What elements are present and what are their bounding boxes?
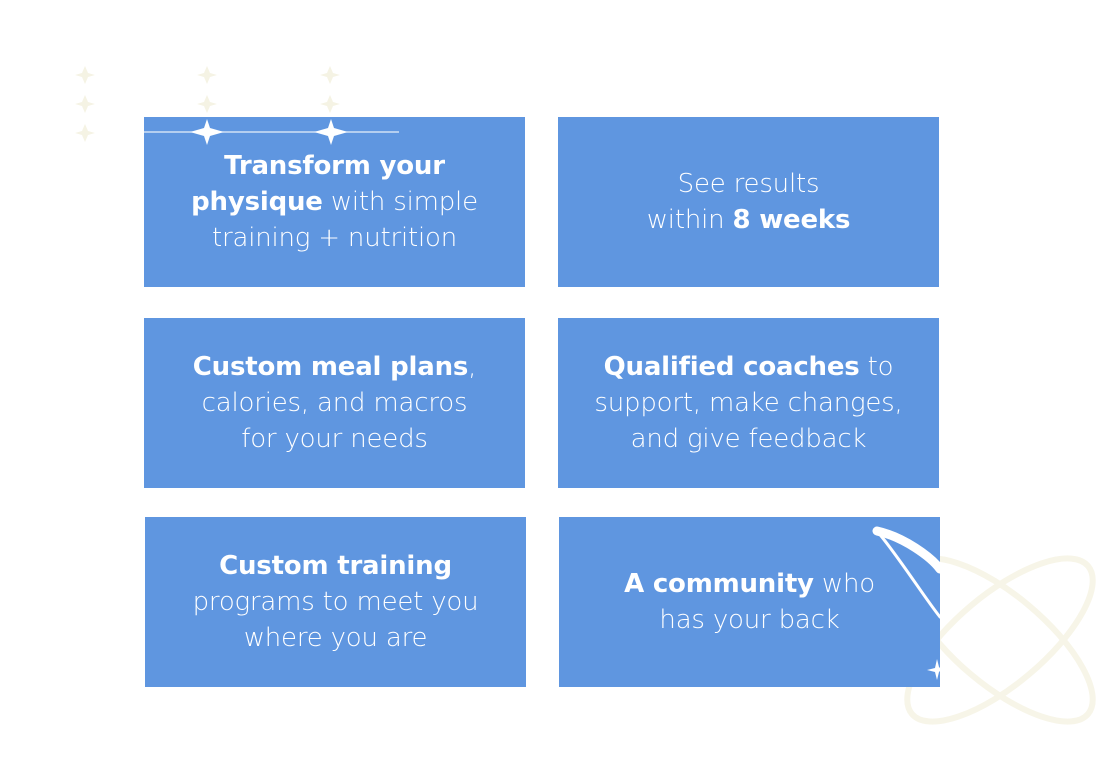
feature-card-community: A community who has your back <box>559 517 940 687</box>
card-6-line-2: has your back <box>659 605 840 635</box>
card-5-line-1: Custom training <box>219 551 452 581</box>
card-4-line-1: Qualified coaches to <box>603 352 894 382</box>
card-4-text: Qualified coaches to support, make chang… <box>594 349 902 457</box>
card-6-text: A community who has your back <box>624 566 875 638</box>
feature-card-results: See results within 8 weeks <box>558 117 939 287</box>
card-3-text: Custom meal plans, calories, and macros … <box>192 349 477 457</box>
card-3-line-3: for your needs <box>241 424 428 454</box>
feature-card-coaches: Qualified coaches to support, make chang… <box>558 318 939 488</box>
card-5-line-3: where you are <box>243 623 428 653</box>
card-1-text: Transform your physique with simple trai… <box>191 148 478 256</box>
card-4-line-3: and give feedback <box>630 424 867 454</box>
card-1-line-2: physique with simple <box>191 187 478 217</box>
card-2-line-1: See results <box>677 169 820 199</box>
card-2-text: See results within 8 weeks <box>647 166 851 238</box>
card-3-line-1: Custom meal plans, <box>192 352 477 382</box>
card-1-line-3: training + nutrition <box>211 223 457 253</box>
card-4-line-2: support, make changes, <box>594 388 903 418</box>
card-6-line-1: A community who <box>624 569 875 599</box>
card-1-line-1: Transform your <box>224 151 445 181</box>
card-5-line-2: programs to meet you <box>192 587 479 617</box>
feature-card-transform: Transform your physique with simple trai… <box>144 117 525 287</box>
card-2-line-2: within 8 weeks <box>646 205 851 235</box>
feature-card-training: Custom training programs to meet you whe… <box>145 517 526 687</box>
card-3-line-2: calories, and macros <box>201 388 468 418</box>
feature-card-meal-plans: Custom meal plans, calories, and macros … <box>144 318 525 488</box>
card-5-text: Custom training programs to meet you whe… <box>193 548 479 656</box>
